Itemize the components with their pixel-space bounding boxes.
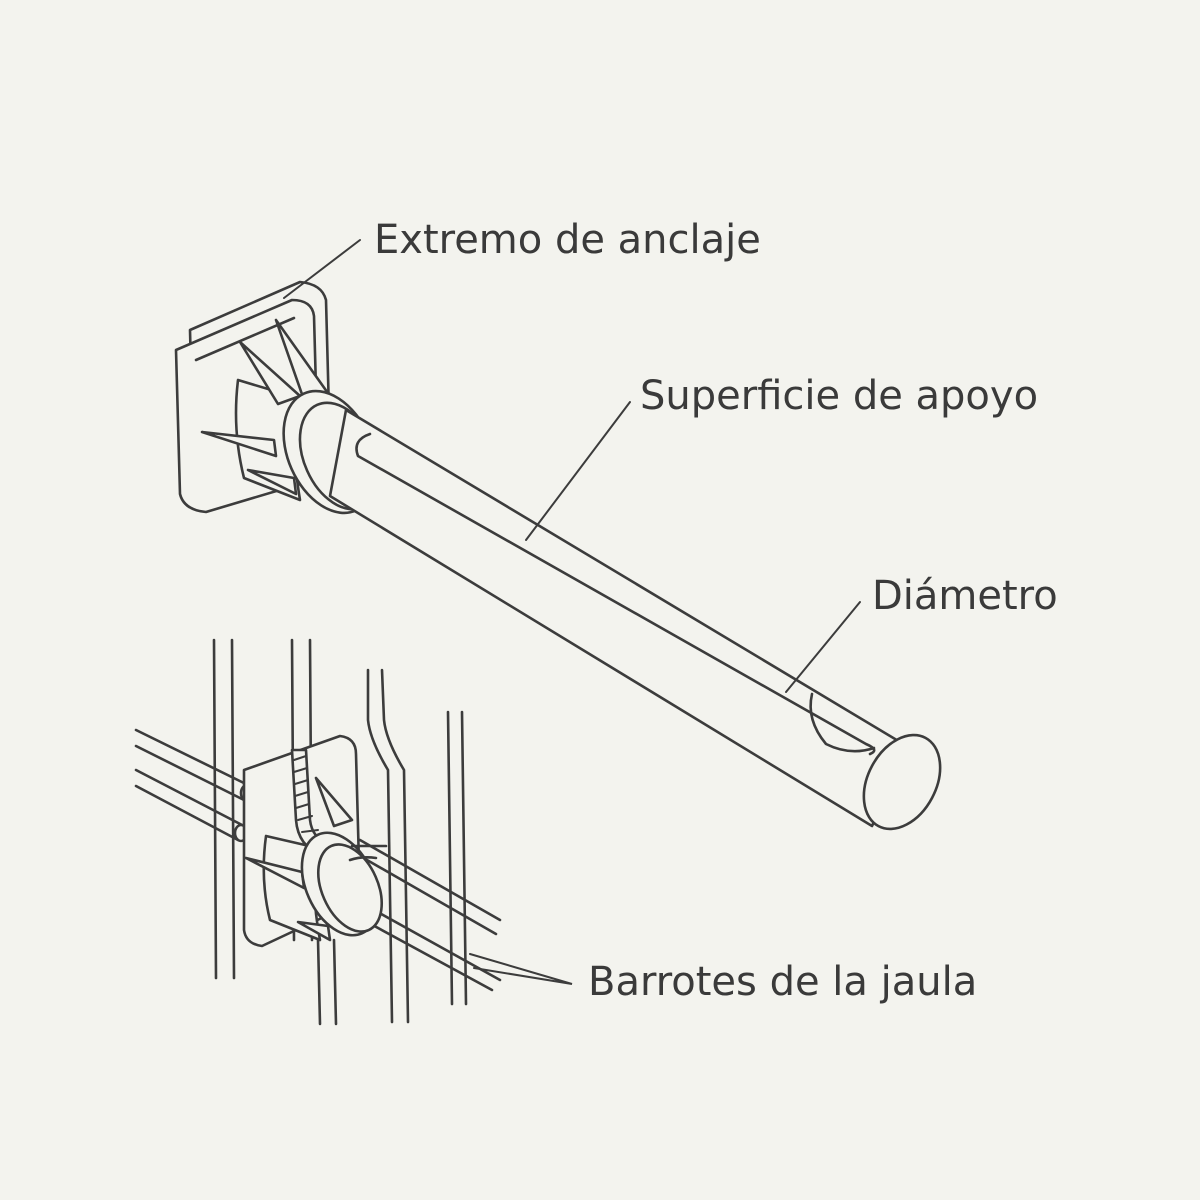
label-cage-bars: Barrotes de la jaula [588, 959, 978, 1005]
cage-rod-stub [348, 844, 388, 862]
perch-rod-highlight-bottom [809, 692, 876, 753]
band-hatch [295, 803, 310, 809]
cage-bar-vertical [366, 668, 394, 1024]
label-support-surface: Superficie de apoyo [640, 373, 1039, 419]
cage-bar-vertical [332, 938, 338, 1026]
cage-bar-vertical [212, 638, 218, 980]
cage-bar-vertical [316, 938, 322, 1026]
band-hatch [293, 767, 308, 773]
label-anchor-end: Extremo de anclaje [374, 217, 761, 263]
cage-bar-horizontal [358, 838, 502, 922]
cage-bar-vertical [446, 710, 454, 1006]
perch-illustration [174, 239, 942, 831]
leader-cage-bars [469, 953, 573, 985]
perch-rod-end [862, 733, 942, 831]
hub-fin-lower [246, 468, 298, 496]
cage-detail-illustration [134, 638, 573, 1026]
leader-diameter [785, 601, 861, 693]
cage-bar-horizontal [134, 768, 246, 828]
band-hatch [301, 829, 319, 833]
perch-rod [328, 408, 912, 828]
band-hatch [294, 779, 309, 785]
cage-hub-fin [296, 920, 332, 942]
cage-bar-vertical [380, 668, 410, 1024]
cage-bar-vertical [460, 710, 468, 1006]
cage-bar-horizontal [134, 784, 240, 842]
hub-fin-left [200, 430, 278, 458]
leader-anchor-end [283, 239, 361, 299]
band-hatch [294, 791, 309, 797]
band-hatch [293, 755, 307, 761]
cage-bar-horizontal [358, 854, 498, 936]
label-diameter: Diámetro [872, 573, 1058, 619]
leader-support-surface [525, 401, 631, 541]
hub-fin-top [238, 340, 302, 406]
cage-bar-horizontal [134, 744, 246, 802]
cage-collar-inner [317, 843, 383, 933]
cage-hub-fin [314, 776, 354, 828]
cage-bar-vertical [230, 638, 236, 980]
cage-bar-horizontal [134, 728, 252, 788]
band-hatch [297, 815, 313, 821]
perch-rod-highlight [355, 432, 876, 756]
cage-bar-horizontal [354, 914, 494, 992]
